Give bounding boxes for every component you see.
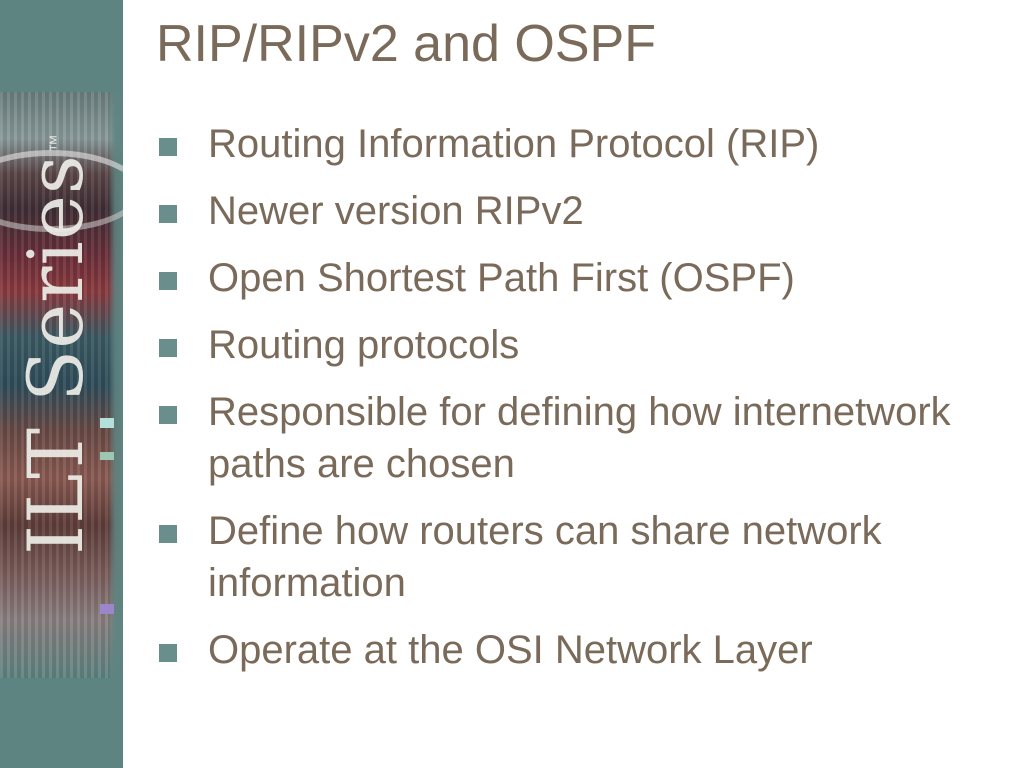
side-band-ring — [0, 150, 123, 232]
bullet-item: Routing Information Protocol (RIP) — [158, 118, 998, 170]
slide-title: RIP/RIPv2 and OSPF — [156, 15, 656, 73]
side-band-accent — [100, 452, 114, 460]
bullet-item: Open Shortest Path First (OSPF) — [158, 252, 998, 304]
bullet-text: Routing Information Protocol (RIP) — [208, 122, 820, 166]
bullet-text: Open Shortest Path First (OSPF) — [208, 256, 795, 300]
square-bullet-icon — [159, 272, 177, 290]
bullet-text: Define how routers can share network inf… — [208, 509, 882, 605]
square-bullet-icon — [159, 138, 177, 156]
side-band: ILT Series™ — [0, 0, 123, 768]
bullet-item: Newer version RIPv2 — [158, 185, 998, 237]
square-bullet-icon — [159, 406, 177, 424]
square-bullet-icon — [159, 525, 177, 543]
side-band-accent — [100, 418, 114, 428]
square-bullet-icon — [159, 205, 177, 223]
bullet-text: Routing protocols — [208, 323, 520, 367]
bullet-text: Newer version RIPv2 — [208, 189, 584, 233]
bullet-text: Responsible for defining how internetwor… — [208, 390, 951, 486]
bullet-item: Routing protocols — [158, 319, 998, 371]
square-bullet-icon — [159, 339, 177, 357]
bullet-text: Operate at the OSI Network Layer — [208, 628, 813, 672]
bullet-item: Define how routers can share network inf… — [158, 505, 998, 609]
square-bullet-icon — [159, 644, 177, 662]
bullet-item: Responsible for defining how internetwor… — [158, 386, 998, 490]
bullet-list: Routing Information Protocol (RIP) Newer… — [158, 118, 998, 691]
brand-trademark: ™ — [46, 133, 66, 153]
side-band-accent — [100, 604, 114, 614]
bullet-item: Operate at the OSI Network Layer — [158, 624, 998, 676]
brand-text: ILT Series — [11, 154, 100, 555]
